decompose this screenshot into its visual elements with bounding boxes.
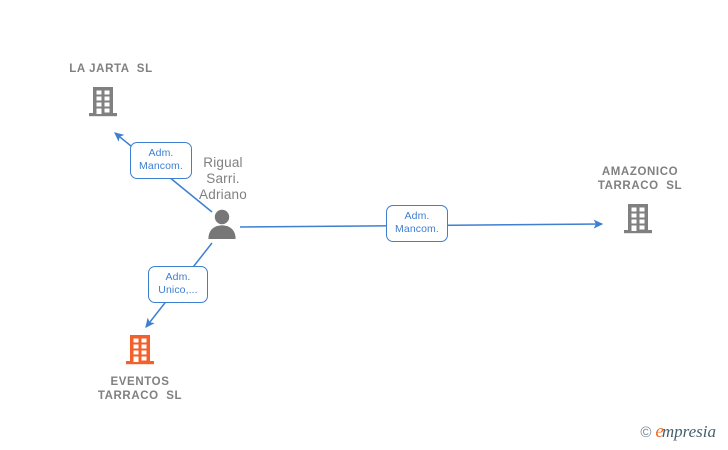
watermark-empresia: © empresia: [640, 422, 716, 442]
edge-label-adm-mancom-amazonico[interactable]: Adm. Mancom.: [386, 205, 448, 242]
person-icon[interactable]: [205, 207, 239, 241]
brand-remainder: mpresia: [661, 422, 716, 441]
building-icon[interactable]: [85, 84, 121, 120]
brand-name: empresia: [655, 422, 716, 442]
brand-initial: e: [655, 421, 664, 442]
node-label-la-jarta: LA JARTA SL: [69, 63, 153, 75]
edge-label-adm-mancom-la-jarta[interactable]: Adm. Mancom.: [130, 142, 192, 179]
building-icon[interactable]: [122, 332, 158, 368]
person-label: Rigual Sarri. Adriano: [199, 155, 247, 202]
node-label-eventos-tarraco: EVENTOS TARRACO SL: [97, 376, 183, 402]
node-label-amazonico-tarraco: AMAZONICO TARRACO SL: [597, 166, 683, 192]
copyright-symbol: ©: [640, 423, 652, 441]
building-icon[interactable]: [620, 201, 656, 237]
edge-label-adm-unico-eventos[interactable]: Adm. Unico,...: [148, 266, 208, 303]
